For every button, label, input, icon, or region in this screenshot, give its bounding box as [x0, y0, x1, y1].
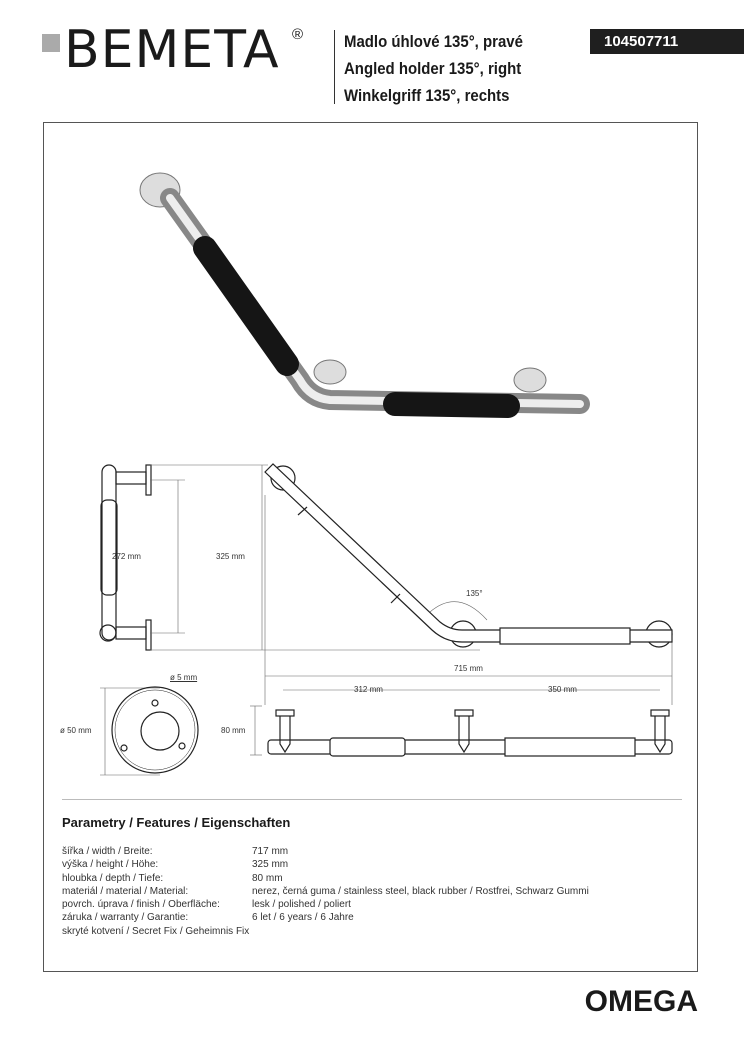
dim-width: 715 mm	[454, 664, 483, 673]
feature-label: povrch. úprava / finish / Oberfläche:	[62, 899, 220, 911]
feature-label: hloubka / depth / Tiefe:	[62, 872, 164, 884]
feature-value: lesk / polished / poliert	[252, 899, 351, 911]
brand-logo: BEMETA	[64, 20, 280, 80]
feature-value: 6 let / 6 years / 6 Jahre	[252, 912, 354, 924]
feature-label: šířka / width / Breite:	[62, 846, 153, 857]
feature-label: záruka / warranty / Garantie:	[62, 912, 189, 924]
feature-row: povrch. úprava / finish / Oberfläche: les…	[62, 898, 589, 911]
title-cz: Madlo úhlové 135°, pravé	[344, 32, 523, 51]
feature-row: šířka / width / Breite: 717 mm	[62, 845, 589, 858]
dim-angle: 135°	[466, 589, 483, 598]
feature-value: 325 mm	[252, 859, 289, 871]
feature-row: výška / height / Höhe: 325 mm	[62, 858, 589, 871]
feature-row: hloubka / depth / Tiefe: 80 mm	[62, 872, 589, 885]
feature-label: materiál / material / Material:	[62, 885, 189, 897]
registered-mark: ®	[292, 26, 304, 43]
series-name: OMEGA	[584, 985, 698, 1018]
feature-row: záruka / warranty / Garantie: 6 let / 6 y…	[62, 911, 589, 924]
title-en: Angled holder 135°, right	[344, 59, 522, 78]
dim-span-left: 312 mm	[354, 685, 383, 694]
features-table: šířka / width / Breite: 717 mm výška / he…	[62, 845, 589, 938]
header-divider	[334, 30, 335, 104]
title-de: Winkelgriff 135°, rechts	[344, 86, 510, 105]
features-title: Parametry / Features / Eigenschaften	[62, 815, 291, 830]
dim-rosette: ø 50 mm	[60, 726, 92, 735]
feature-row: materiál / material / Material: nerez, če…	[62, 885, 589, 898]
content-frame	[43, 122, 698, 972]
feature-value: 717 mm	[252, 846, 289, 857]
dim-span-right: 350 mm	[548, 685, 577, 694]
feature-label: skryté kotvení / Secret Fix / Geheimnis …	[62, 925, 250, 937]
product-titles: Madlo úhlové 135°, pravé Angled holder 1…	[344, 28, 523, 109]
product-photo	[139, 172, 590, 418]
feature-value: 80 mm	[252, 872, 283, 884]
logo-square	[42, 34, 60, 52]
dim-depth: 80 mm	[221, 726, 246, 735]
feature-row: skryté kotvení / Secret Fix / Geheimnis …	[62, 925, 589, 938]
dim-fix-spacing: 272 mm	[112, 552, 141, 561]
technical-drawing	[99, 463, 673, 776]
dim-height: 325 mm	[216, 552, 245, 561]
section-divider	[62, 799, 682, 800]
feature-value: nerez, černá guma / stainless steel, bla…	[252, 885, 589, 897]
product-code: 104507711	[590, 29, 744, 54]
dim-hole: ø 5 mm	[170, 673, 198, 682]
feature-label: výška / height / Höhe:	[62, 859, 159, 871]
